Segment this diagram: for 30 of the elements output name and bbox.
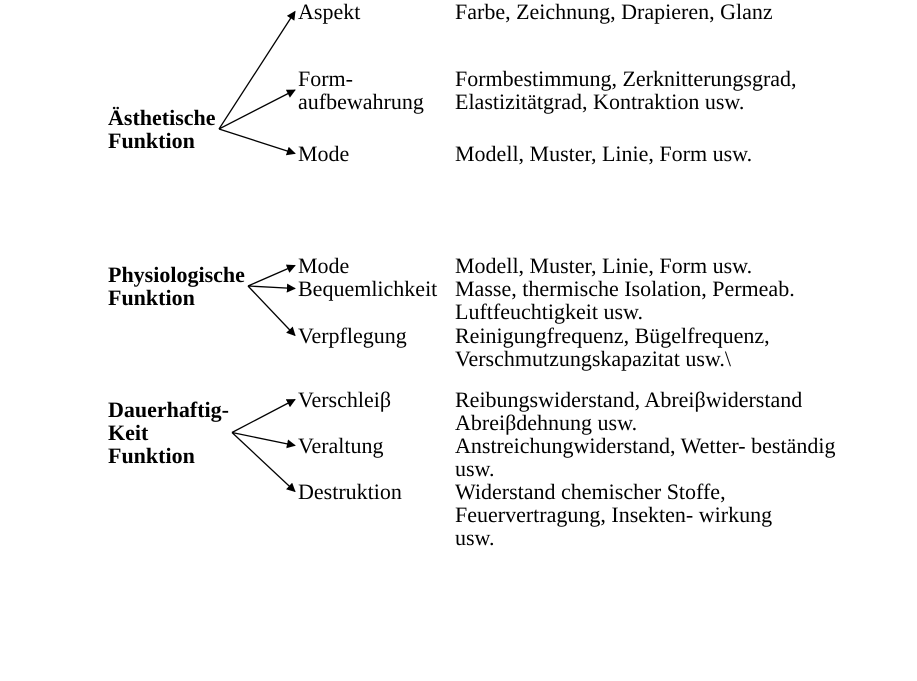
property-label: Veraltung: [298, 434, 385, 457]
arrow: [248, 264, 296, 287]
property-label: Verpflegung: [298, 324, 408, 347]
arrow: [232, 398, 296, 434]
function-heading: Physiologische Funktion: [108, 263, 246, 309]
arrow: [232, 432, 296, 448]
description-text: Formbestimmung, Zerknitterungsgrad, Elastizitätgrad, Kontraktion usw.: [455, 67, 798, 113]
property-label: Mode: [298, 142, 351, 165]
arrow: [232, 432, 296, 492]
arrow: [248, 286, 296, 336]
description-text: Widerstand chemischer Stoffe, Feuervertragung, Insekten- wirkung usw.: [455, 480, 774, 549]
property-label: Aspekt: [298, 0, 362, 23]
arrow: [218, 128, 296, 156]
property-label: Destruktion: [298, 480, 403, 503]
arrow: [218, 89, 296, 130]
description-text: Modell, Muster, Linie, Form usw.: [455, 142, 754, 165]
arrow: [218, 10, 296, 130]
property-label: Form- aufbewahrung: [298, 67, 425, 113]
description-text: Reinigungfrequenz, Bügelfrequenz, Verschmutzungskapazitat usw.\: [455, 324, 771, 370]
description-text: Modell, Muster, Linie, Form usw.: [455, 254, 754, 277]
property-label: Verschleiβ: [298, 388, 393, 411]
property-label: Mode: [298, 254, 351, 277]
description-text: Anstreichungwiderstand, Wetter- beständig usw.: [455, 434, 836, 480]
arrow: [248, 284, 296, 293]
function-heading: Dauerhaftig- Keit Funktion: [108, 398, 230, 467]
property-label: Bequemlichkeit: [298, 277, 439, 300]
function-heading: Ästhetische Funktion: [108, 106, 217, 152]
description-text: Farbe, Zeichnung, Drapieren, Glanz: [455, 0, 774, 23]
description-text: Reibungswiderstand, Abreiβwiderstand Abreiβdehnung usw.: [455, 388, 804, 434]
description-text: Masse, thermische Isolation, Permeab. Luftfeuchtigkeit usw.: [455, 277, 796, 323]
